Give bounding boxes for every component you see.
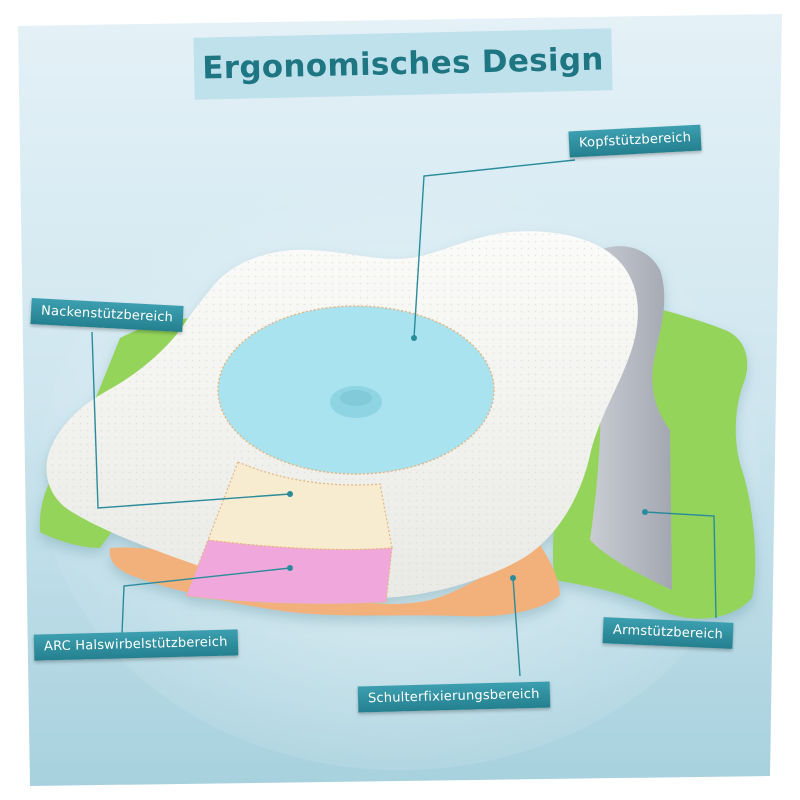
label-shoulder-fixation: Schulterfixierungsbereich xyxy=(357,681,550,713)
label-arc-cervical: ARC Halswirbelstützbereich xyxy=(33,629,238,661)
page-title: Ergonomisches Design xyxy=(193,28,613,100)
neck-zone xyxy=(207,461,393,551)
arc-cervical-zone xyxy=(185,539,393,605)
leader-dots xyxy=(287,335,648,581)
leader-lines xyxy=(91,159,717,677)
